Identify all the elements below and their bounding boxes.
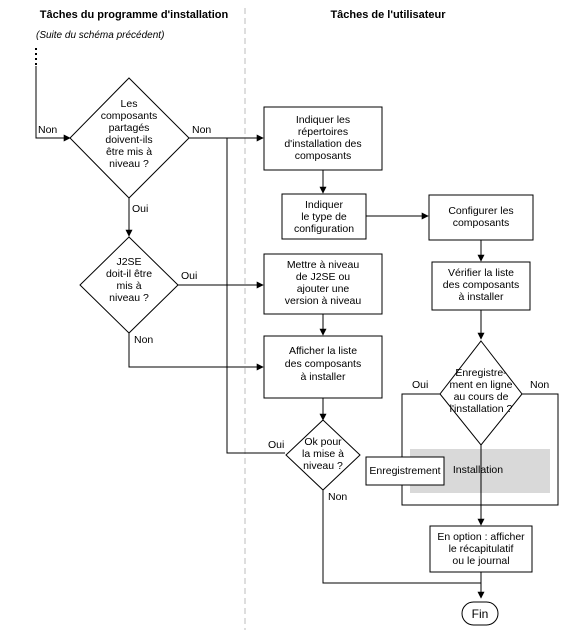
decision-shared-components: Les composants partagés doivent-ils être… — [69, 77, 190, 199]
box-configure-components: Configurer les composants — [428, 194, 534, 241]
box-registration: Enregistrement — [365, 456, 445, 486]
decision-text: J2SE — [116, 256, 141, 268]
end-label: Fin — [472, 607, 489, 621]
box-text: d'installation des — [284, 138, 361, 150]
decision-text: doit-il être — [106, 268, 152, 280]
box-text: composants — [453, 217, 510, 229]
label-non-d1: Non — [192, 124, 211, 136]
box-text: composants — [295, 150, 352, 162]
box-text: En option : afficher — [437, 531, 525, 543]
end-terminal: Fin — [461, 601, 499, 626]
installer-tasks-header: Tâches du programme d'installation — [40, 9, 229, 21]
box-text: Vérifier la liste — [448, 267, 514, 279]
decision-text: au cours de — [454, 391, 509, 403]
box-check-component-list: Vérifier la liste des composants à insta… — [431, 261, 531, 311]
decision-text: être mis à — [106, 146, 152, 158]
decision-text: niveau ? — [109, 292, 149, 304]
label-non-d3: Non — [328, 491, 347, 503]
box-text: de J2SE ou — [296, 271, 350, 283]
box-text: des composants — [285, 358, 361, 370]
label-non-d4: Non — [530, 379, 549, 391]
box-text: le type de — [301, 211, 347, 223]
box-text: Configurer les — [448, 205, 513, 217]
decision-text: ment en ligne — [449, 379, 512, 391]
label-oui-d1: Oui — [132, 203, 148, 215]
box-text: Indiquer — [305, 199, 343, 211]
box-optional-summary: En option : afficher le récapitulatif ou… — [429, 525, 533, 573]
label-non-d2: Non — [134, 334, 153, 346]
decision-ok-upgrade: Ok pour la mise à niveau ? — [285, 419, 361, 491]
box-text: Indiquer les — [296, 114, 350, 126]
label-oui-d3: Oui — [268, 439, 284, 451]
decision-text: mis à — [116, 280, 141, 292]
box-upgrade-j2se: Mettre à niveau de J2SE ou ajouter une v… — [263, 253, 383, 315]
decision-online-registration: Enregistre- ment en ligne au cours de l'… — [439, 340, 523, 446]
decision-text: Ok pour — [304, 436, 342, 448]
decision-text: l'installation ? — [450, 403, 513, 415]
box-text: Enregistrement — [369, 465, 440, 477]
box-text: version à niveau — [285, 295, 362, 307]
box-text: à installer — [459, 291, 504, 303]
installation-label: Installation — [453, 464, 503, 476]
box-text: ajouter une — [297, 283, 350, 295]
box-configuration-type: Indiquer le type de configuration — [281, 193, 367, 240]
decision-text: doivent-ils — [105, 134, 152, 146]
decision-text: partagés — [109, 122, 150, 134]
label-oui-d4: Oui — [412, 379, 428, 391]
box-text: à installer — [301, 371, 346, 383]
box-text: le récapitulatif — [449, 543, 514, 555]
box-install-directories: Indiquer les répertoires d'installation … — [263, 106, 383, 171]
decision-j2se: J2SE doit-il être mis à niveau ? — [79, 236, 179, 334]
box-text: des composants — [443, 279, 519, 291]
box-text: ou le journal — [452, 555, 509, 567]
box-show-component-list: Afficher la liste des composants à insta… — [263, 335, 383, 399]
decision-text: composants — [101, 110, 158, 122]
decision-text: niveau ? — [303, 460, 343, 472]
decision-text: la mise à — [302, 448, 344, 460]
box-text: Afficher la liste — [289, 345, 357, 357]
box-text: Mettre à niveau — [287, 259, 360, 271]
continuation-note: (Suite du schéma précédent) — [36, 30, 164, 41]
decision-text: niveau ? — [109, 158, 149, 170]
decision-text: Les — [121, 98, 138, 110]
user-tasks-header: Tâches de l'utilisateur — [330, 9, 446, 21]
connectors — [35, 66, 559, 599]
box-text: répertoires — [298, 126, 348, 138]
label-non-left: Non — [38, 124, 57, 136]
label-oui-d2: Oui — [181, 270, 197, 282]
decision-text: Enregistre- — [455, 367, 507, 379]
box-text: configuration — [294, 223, 354, 235]
